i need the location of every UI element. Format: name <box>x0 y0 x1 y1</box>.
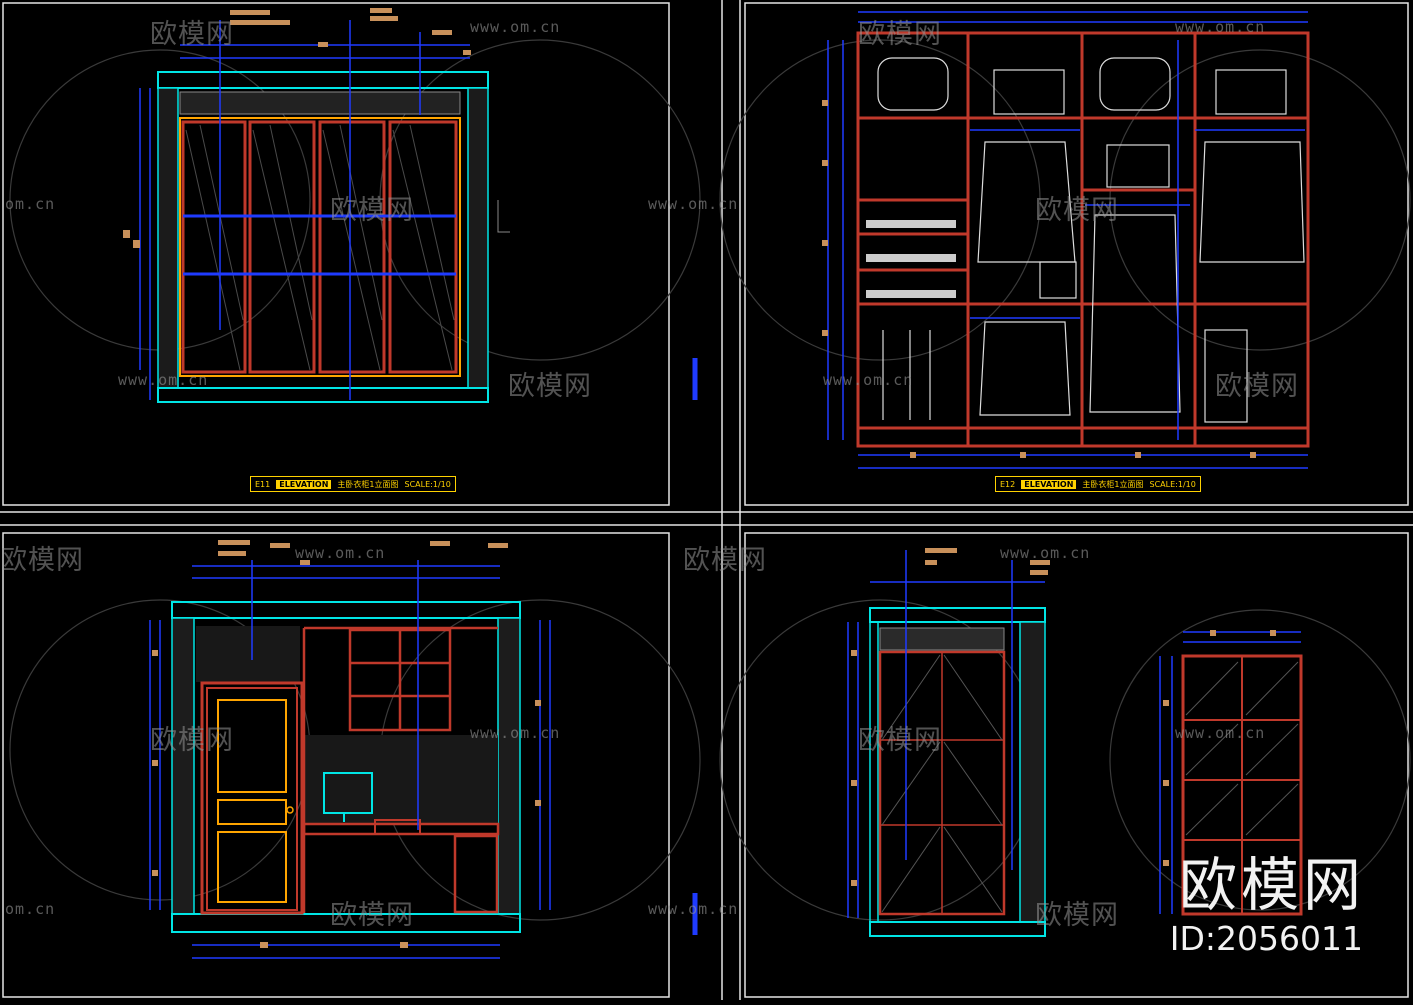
watermark-brand-large: 欧模网 <box>1178 851 1365 919</box>
view-title: ELEVATION <box>276 479 332 489</box>
view-tag: E12 <box>1000 479 1016 489</box>
watermark-brand: 欧模网 <box>150 725 234 756</box>
watermark-brand: 欧模网 <box>330 195 414 226</box>
watermark-brand: 欧模网 <box>330 900 414 931</box>
watermark-id: ID:2056011 <box>1169 919 1363 958</box>
watermark-brand: 欧模网 <box>858 725 942 756</box>
watermark-brand: 欧模网 <box>1035 900 1119 931</box>
watermark-url: om.cn <box>5 195 56 213</box>
watermark-url: www.om.cn <box>648 900 739 918</box>
watermark-url: www.om.cn <box>823 371 914 389</box>
view-study-wall-door <box>149 540 698 959</box>
view-title: ELEVATION <box>1021 479 1077 489</box>
watermark-url: www.om.cn <box>470 724 561 742</box>
watermark-url: www.om.cn <box>1175 18 1266 36</box>
view-tag: E11 <box>255 479 271 489</box>
title-bar-view-2: E12 ELEVATION 主卧衣柜1立面图 SCALE:1/10 <box>995 476 1201 492</box>
view-scale: SCALE:1/10 <box>1149 479 1196 489</box>
watermark-brand: 欧模网 <box>0 545 84 576</box>
view-description: 主卧衣柜1立面图 <box>1082 479 1144 489</box>
watermark-url: www.om.cn <box>1000 544 1091 562</box>
watermark-url: www.om.cn <box>648 195 739 213</box>
watermark-url: www.om.cn <box>295 544 386 562</box>
watermark-brand: 欧模网 <box>1215 371 1299 402</box>
view-narrow-cabinet <box>847 548 1050 937</box>
watermark-url: www.om.cn <box>1175 724 1266 742</box>
watermark-brand: 欧模网 <box>858 19 942 50</box>
view-scale: SCALE:1/10 <box>404 479 451 489</box>
view-description: 主卧衣柜1立面图 <box>337 479 399 489</box>
watermark-brand: 欧模网 <box>508 371 592 402</box>
view-wardrobe-interior <box>822 11 1310 469</box>
view-side-shelf-unit <box>1159 630 1303 916</box>
watermark-brand: 欧模网 <box>150 19 234 50</box>
watermark-brand: 欧模网 <box>1035 195 1119 226</box>
watermark-brand: 欧模网 <box>683 545 767 576</box>
title-bar-view-1: E11 ELEVATION 主卧衣柜1立面图 SCALE:1/10 <box>250 476 456 492</box>
watermark-url: www.om.cn <box>118 371 209 389</box>
watermark-arcs <box>9 39 1411 921</box>
watermark-url: om.cn <box>5 900 56 918</box>
view-wardrobe-sliding-doors <box>123 8 698 403</box>
watermark-url: www.om.cn <box>470 18 561 36</box>
